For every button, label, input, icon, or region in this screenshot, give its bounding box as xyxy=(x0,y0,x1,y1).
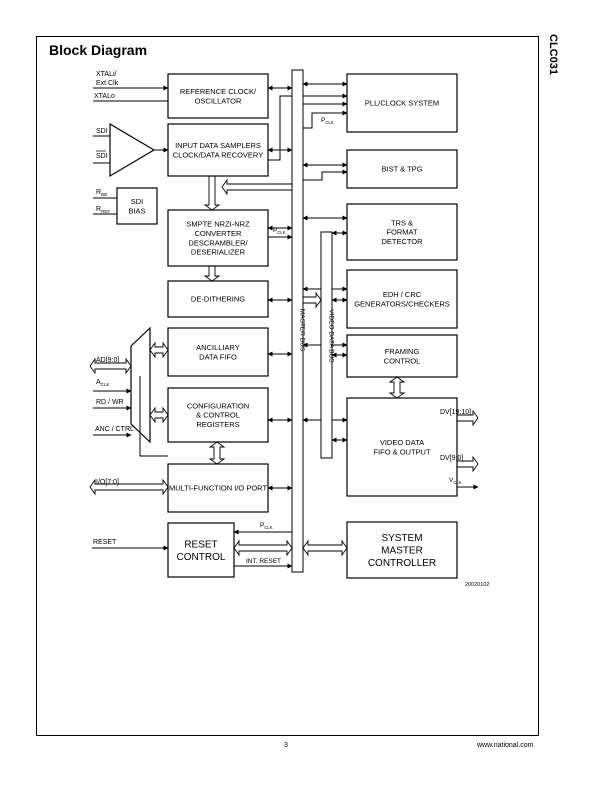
block-framing-label: CONTROL xyxy=(384,356,421,365)
dv-lo-arrow xyxy=(456,455,479,473)
smpte-to-dedither-arrow xyxy=(203,265,221,282)
block-config-label: & CONTROL xyxy=(196,411,240,420)
block-mfio: MULTI-FUNCTION I/O PORT xyxy=(167,463,269,513)
block-bist: BIST & TPG xyxy=(346,149,458,189)
pll-clock-line-1 xyxy=(268,93,348,161)
io-label: I/O[7:0] xyxy=(96,479,119,486)
block-reset-label: CONTROL xyxy=(177,552,226,563)
block-sys-master-label: SYSTEM xyxy=(381,533,422,544)
mux-anc-arrow xyxy=(149,341,169,359)
bist-link-2 xyxy=(303,169,348,181)
block-smpte-label: SMPTE NRZI-NRZ xyxy=(186,220,250,229)
dv-hi-label: DV[19:10] xyxy=(440,409,471,416)
block-trs-label: TRS & xyxy=(391,218,413,227)
r-ref-label: RREF xyxy=(96,206,110,214)
block-reset-label: RESET xyxy=(184,539,217,550)
block-sys-master-label: CONTROLLER xyxy=(368,558,436,569)
mux-config-arrow xyxy=(149,406,169,424)
r-bb-label: RBB xyxy=(96,189,107,197)
page-title: Block Diagram xyxy=(49,42,148,58)
reset-label: RESET xyxy=(93,539,117,546)
block-ref-clock-label: REFERENCE CLOCK/ xyxy=(180,87,257,96)
block-bist-label: BIST & TPG xyxy=(382,165,423,174)
xtalo-label: XTALo xyxy=(94,93,115,100)
ext-clk-label: Ext Clk xyxy=(96,80,119,87)
rd-wr-label: RD / WR xyxy=(96,399,124,406)
block-sdi-bias-label: SDI xyxy=(131,197,144,206)
block-pll-label: PLL/CLOCK SYSTEM xyxy=(365,99,439,108)
block-ref-clock-label: OSCILLATOR xyxy=(195,96,242,105)
block-edh-label: EDH / CRC xyxy=(383,290,422,299)
page-frame xyxy=(36,36,539,736)
block-config-label: REGISTERS xyxy=(196,420,239,429)
block-input-samplers-label: INPUT DATA SAMPLERS xyxy=(175,141,261,150)
ad-bus-arrow xyxy=(89,357,132,375)
block-config-label: CONFIGURATION xyxy=(187,401,249,410)
block-reset: RESET CONTROL xyxy=(167,522,235,578)
pclk-label-reset: PCLK xyxy=(260,522,273,530)
block-input-samplers-label: CLOCK/DATA RECOVERY xyxy=(173,150,263,159)
block-framing-label: FRAMING xyxy=(385,347,420,356)
master-bus: MASTER BUS xyxy=(291,69,306,573)
block-ref-clock: REFERENCE CLOCK/OSCILLATOR xyxy=(167,73,269,119)
block-anc-fifo-label: ANCILLIARY xyxy=(196,343,240,352)
block-smpte-label: DESCRAMBLER/ xyxy=(188,238,248,247)
block-sys-master-label: MASTER xyxy=(381,546,423,557)
block-anc-fifo-label: DATA FIFO xyxy=(199,352,237,361)
page-number: 3 xyxy=(284,742,288,749)
website-footer: www.national.com xyxy=(477,742,534,749)
block-smpte: SMPTE NRZI-NRZCONVERTERDESCRAMBLER/DESER… xyxy=(167,209,269,267)
pclk-label-smpte: PCLK xyxy=(273,227,286,235)
dv-lo-label: DV[9:0] xyxy=(440,455,463,462)
pclk-label-top: PCLK xyxy=(321,117,334,125)
pll-pclk-line xyxy=(303,110,348,129)
video-data-bus: VIDEO DATA BUS xyxy=(320,231,335,459)
dedither-to-video-bus xyxy=(302,291,322,309)
block-trs-label: DETECTOR xyxy=(381,237,423,246)
config-mfio-arrow xyxy=(208,441,226,465)
samplers-to-smpte-arrow xyxy=(203,175,221,211)
block-smpte-label: CONVERTER xyxy=(195,229,243,238)
master-sysctl-arrow xyxy=(302,539,348,557)
block-video-fifo-label: FIFO & OUTPUT xyxy=(373,447,431,456)
framing-fifo-arrow xyxy=(388,376,406,399)
a-clk-label: ACLK xyxy=(96,379,110,387)
master-bus-label: MASTER BUS xyxy=(299,309,306,352)
block-trs-label: FORMAT xyxy=(386,228,418,237)
anc-ctrl-label: ANC / CTRL xyxy=(95,426,134,433)
block-dedither: DE-DITHERING xyxy=(167,280,269,318)
block-smpte-label: DESERIALIZER xyxy=(191,248,246,257)
bist-to-path-arrow xyxy=(221,178,293,196)
video-data-bus-label: VIDEO DATA BUS xyxy=(328,309,335,363)
reset-master-arrow xyxy=(233,539,293,557)
sdi-bar-label: SDI xyxy=(96,153,108,160)
block-dedither-label: DE-DITHERING xyxy=(191,295,245,304)
vclk-label: VCLK xyxy=(449,477,462,485)
xtali-label: XTALi/ xyxy=(96,71,117,78)
block-sdi-bias-label: BIAS xyxy=(128,206,145,215)
ad-label: AD[9:0] xyxy=(96,357,119,364)
int-reset-label: INT. RESET xyxy=(246,558,281,565)
sdi-label: SDI xyxy=(96,128,108,135)
dv-hi-arrow xyxy=(456,409,479,427)
sdi-amplifier-icon xyxy=(109,122,156,178)
block-edh-label: GENERATORS/CHECKERS xyxy=(354,299,450,308)
figure-id: 20020102 xyxy=(465,582,489,588)
mux-ctrl-line xyxy=(139,376,168,457)
block-mfio-label: MULTI-FUNCTION I/O PORT xyxy=(169,484,267,493)
block-pll: PLL/CLOCK SYSTEM xyxy=(346,73,458,133)
block-video-fifo-label: VIDEO DATA xyxy=(380,438,424,447)
